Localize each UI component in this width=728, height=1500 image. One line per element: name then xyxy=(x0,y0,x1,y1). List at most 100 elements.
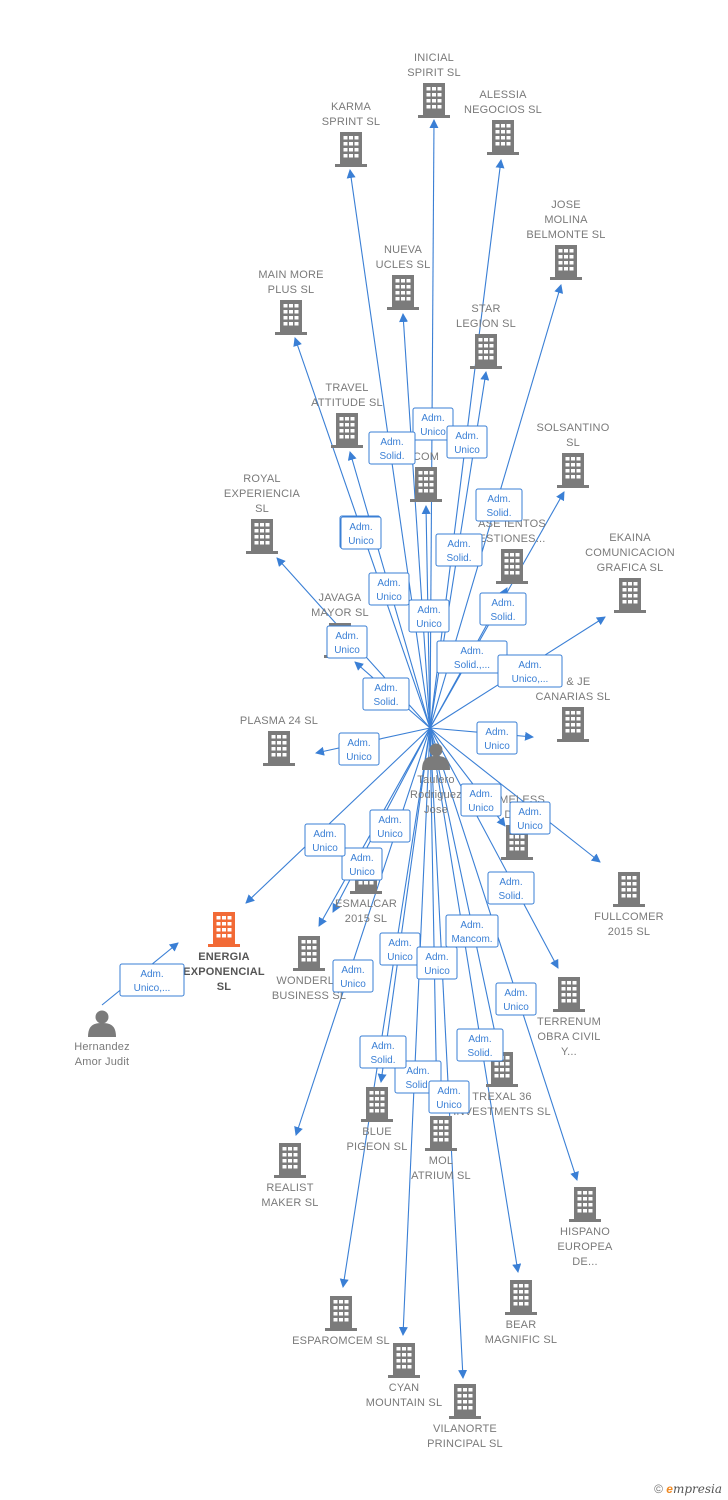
role-title: Adm. xyxy=(455,431,478,442)
node-plasma[interactable]: PLASMA 24 SL xyxy=(240,715,318,766)
node-label-line: INVESTMENTS SL xyxy=(453,1106,551,1118)
role-box xyxy=(487,871,535,905)
role-label-main_more[interactable]: Adm.Unico xyxy=(326,625,368,659)
role-label-star[interactable]: Adm.Solid. xyxy=(435,533,483,567)
node-main_more[interactable]: MAIN MORE PLUS SL xyxy=(258,269,323,335)
role-box xyxy=(479,592,527,626)
copyright-symbol: © xyxy=(654,1482,663,1496)
role-label-realist[interactable]: Adm.Unico xyxy=(332,959,374,993)
node-label-line: SPRINT SL xyxy=(322,116,380,128)
role-box xyxy=(456,1028,504,1062)
role-label-solsantino[interactable]: Adm.Solid. xyxy=(479,592,527,626)
role-label-ekaina[interactable]: Adm.Unico,... xyxy=(497,654,563,688)
node-label-line: JOSE xyxy=(551,199,581,211)
role-label-je_canarias[interactable]: Adm.Unico xyxy=(476,721,518,755)
role-title: Adm. xyxy=(341,965,364,976)
role-title: Adm. xyxy=(380,437,403,448)
role-label-nueva[interactable]: Adm.Solid. xyxy=(368,431,416,465)
node-solsantino[interactable]: SOLSANTINO SL xyxy=(537,422,610,488)
role-label-mol[interactable]: Adm.Unico xyxy=(416,946,458,980)
node-label-line: MAKER SL xyxy=(261,1197,318,1209)
role-label-travel[interactable]: Adm.Unico xyxy=(368,572,410,606)
role-label-hispano[interactable]: Adm.Mancom. xyxy=(445,914,499,948)
node-label-line: MAGNIFIC SL xyxy=(485,1334,558,1346)
node-label-line: SOLSANTINO xyxy=(537,422,610,434)
node-ase[interactable]: ASE IENTOSESTIONES... xyxy=(478,518,546,584)
role-label-esmalcar[interactable]: Adm.Unico xyxy=(341,847,383,881)
role-box xyxy=(368,431,416,465)
role-label-bear[interactable]: Adm.Unico xyxy=(460,783,502,817)
building-icon xyxy=(293,936,325,971)
role-label-plasma[interactable]: Adm.Unico xyxy=(338,732,380,766)
node-label-line: PLUS SL xyxy=(268,284,315,296)
building-icon xyxy=(263,731,295,766)
role-label-inicial[interactable]: Adm.Unico xyxy=(412,407,454,441)
role-title: Adm. xyxy=(335,631,358,642)
node-label-line: MAIN MORE xyxy=(258,269,323,281)
role-label-hernandez_energia[interactable]: Adm.Unico,... xyxy=(119,963,185,997)
brand-footer: © empresia xyxy=(654,1482,722,1496)
role-label-alessia[interactable]: Adm.Unico xyxy=(446,425,488,459)
role-label-timeless[interactable]: Adm.Solid. xyxy=(487,871,535,905)
node-label-line: EKAINA xyxy=(609,532,651,544)
role-box xyxy=(475,488,523,522)
building-icon xyxy=(418,83,450,118)
building-icon xyxy=(470,334,502,369)
role-title: Adm. xyxy=(447,539,470,550)
role-label-energia[interactable]: Adm.Unico xyxy=(304,823,346,857)
role-label-terrenum[interactable]: Adm.Unico xyxy=(495,982,537,1016)
building-icon xyxy=(331,413,363,448)
node-com[interactable]: COM xyxy=(410,451,442,502)
node-hispano[interactable]: HISPANOEUROPEADE... xyxy=(557,1187,613,1268)
role-label-blue[interactable]: Adm.Unico xyxy=(379,932,421,966)
role-title: Adm. xyxy=(460,646,483,657)
role-box xyxy=(476,721,518,755)
role-label-fullcomer[interactable]: Adm.Unico xyxy=(509,801,551,835)
roles-layer: Adm.UnicoAdm.UnicoAdm.UnicoAdm.Solid.Adm… xyxy=(119,407,563,1114)
role-type: Unico xyxy=(346,752,372,763)
node-label-line: SL xyxy=(566,437,580,449)
role-label-com[interactable]: Adm.Unico xyxy=(408,599,450,633)
role-type: Unico xyxy=(484,741,510,752)
role-title: Adm. xyxy=(504,988,527,999)
role-title: Adm. xyxy=(140,969,163,980)
role-label-ase[interactable]: Adm.Solid.,... xyxy=(436,640,508,674)
role-label-wonderla[interactable]: Adm.Unico xyxy=(369,809,411,843)
node-label-line: ALESSIA xyxy=(479,89,527,101)
role-label-royal[interactable]: Adm.Unico xyxy=(340,516,382,550)
role-title: Adm. xyxy=(491,598,514,609)
node-label-line: ESTIONES... xyxy=(479,533,546,545)
role-label-jose_molina[interactable]: Adm.Solid. xyxy=(475,488,523,522)
role-label-javaga[interactable]: Adm.Solid. xyxy=(362,677,410,711)
role-label-cyan[interactable]: Adm.Solid. xyxy=(359,1035,407,1069)
node-esparomcem[interactable]: ESPAROMCEM SL xyxy=(292,1296,390,1347)
role-label-trexal[interactable]: Adm.Solid. xyxy=(456,1028,504,1062)
role-label-vilanorte[interactable]: Adm.Unico xyxy=(428,1080,470,1114)
